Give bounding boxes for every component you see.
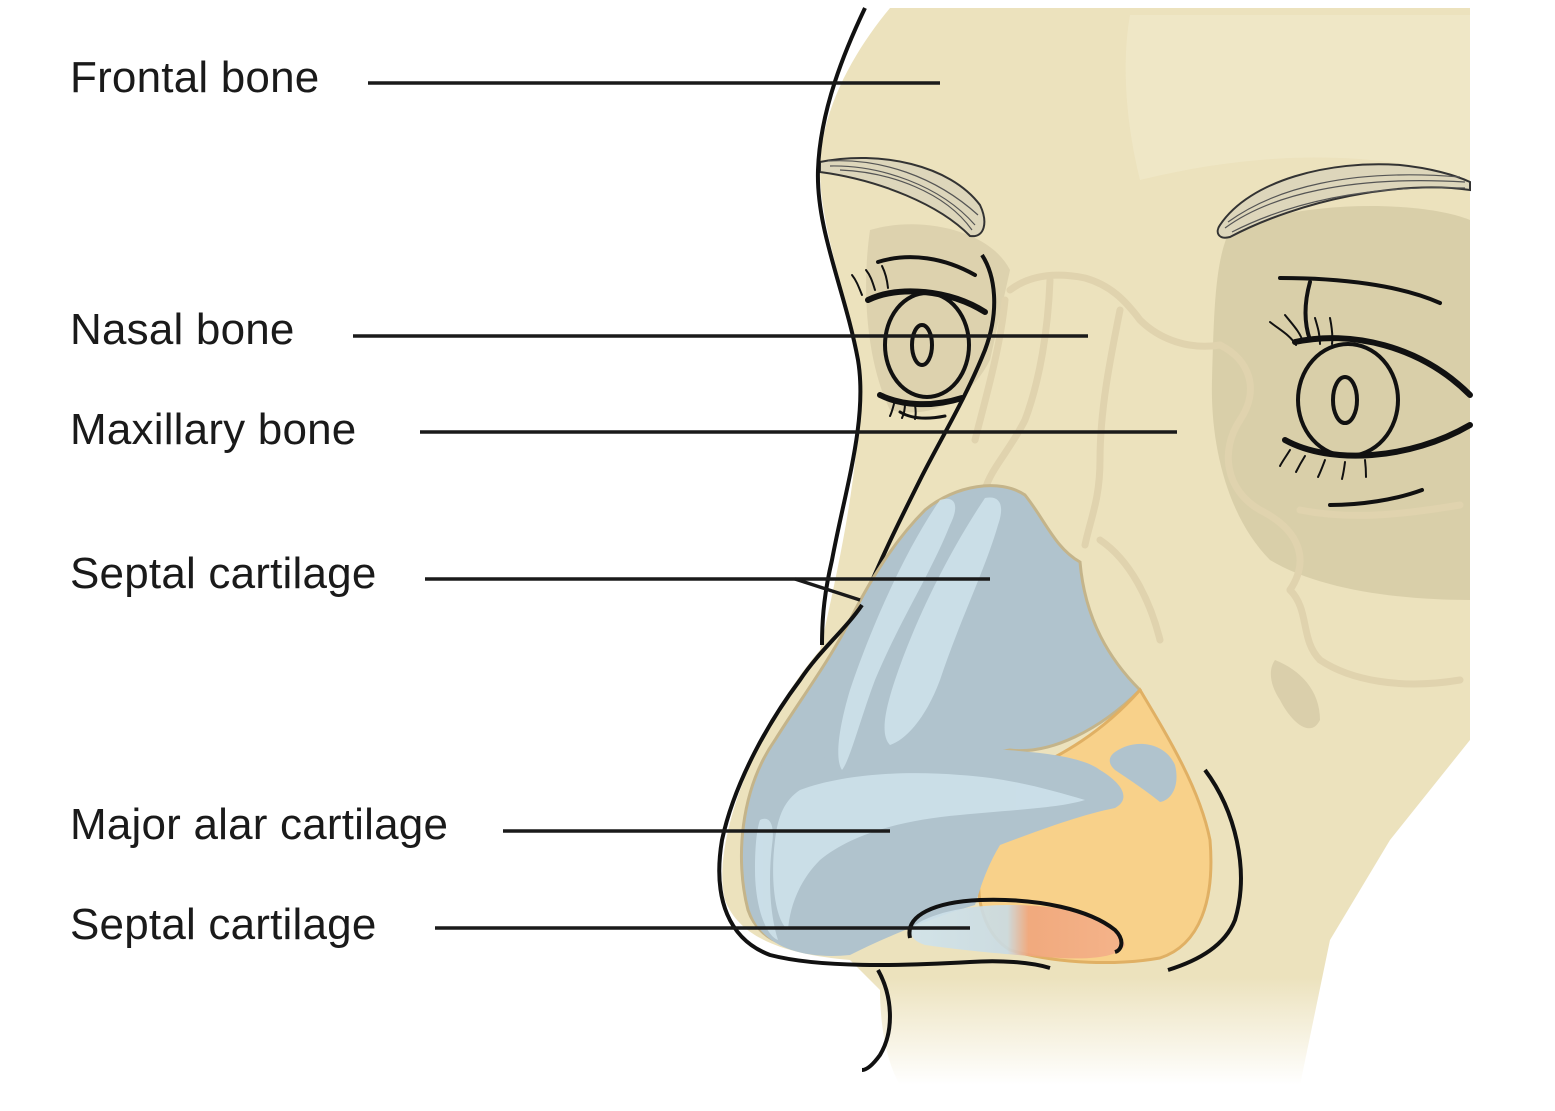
leader-lines	[353, 81, 1177, 930]
right-orbit-shading	[1211, 206, 1470, 601]
right-ala-outline	[1167, 768, 1243, 972]
label-nasal-bone: Nasal bone	[70, 305, 295, 354]
nostril-outline	[907, 897, 1124, 954]
label-septal-cartilage-lower: Septal cartilage	[70, 900, 377, 949]
left-eyebrow	[819, 156, 986, 238]
nose-profile-outline	[815, 7, 867, 646]
left-eye	[851, 255, 988, 420]
forehead-highlight	[1125, 15, 1470, 180]
label-frontal-bone: Frontal bone	[70, 53, 320, 102]
septal-cartilage-tip	[911, 905, 1125, 959]
left-orbit-shading	[866, 224, 1010, 413]
label-major-alar-cartilage: Major alar cartilage	[70, 800, 449, 849]
bone-sutures	[971, 271, 1464, 688]
cheek-shadow	[1270, 660, 1320, 729]
left-eyebrow-hair	[827, 160, 979, 231]
right-eyebrow-hair	[1224, 174, 1466, 233]
right-eyebrow	[1216, 163, 1471, 239]
label-septal-cartilage-upper: Septal cartilage	[70, 549, 377, 598]
label-maxillary-bone: Maxillary bone	[70, 405, 357, 454]
nasal-bone-edge	[860, 253, 997, 606]
nose-bridge-outline	[717, 603, 1051, 970]
right-eye	[1269, 276, 1473, 507]
upper-lip-outline	[861, 969, 892, 1072]
blue-lobe	[1109, 743, 1177, 802]
cartilage-highlights	[755, 497, 1085, 940]
leader-septal-cartilage-branch	[794, 577, 861, 602]
